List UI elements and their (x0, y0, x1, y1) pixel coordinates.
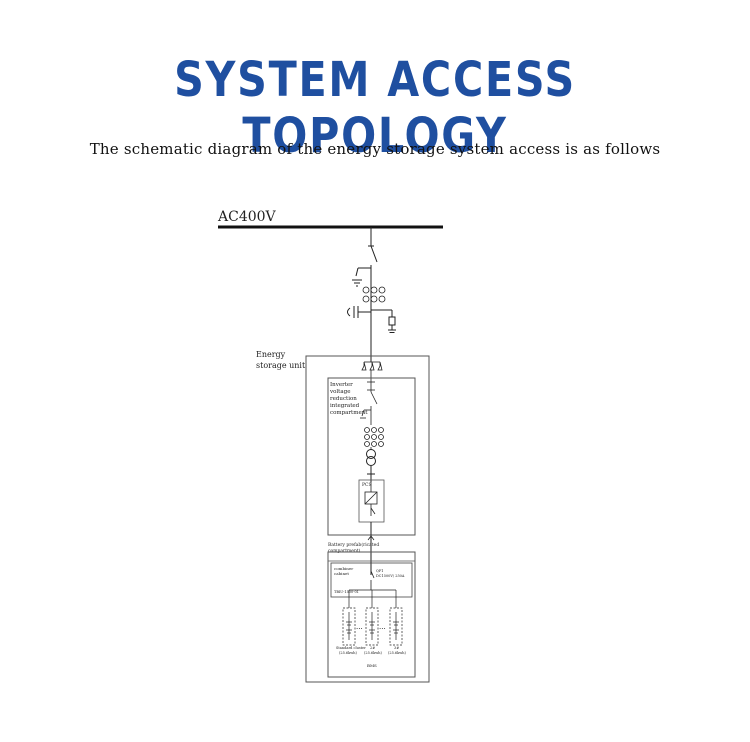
unit-label-line1: Energy (256, 350, 286, 359)
battery-cluster-2 (365, 590, 379, 646)
cluster-2-label-2: (25.6kwh) (364, 651, 383, 655)
inverter-label-1: Inverter (330, 382, 353, 388)
bms-label: BMS (367, 663, 377, 668)
battery-compartment-frame (327, 551, 416, 678)
earthing-switch-icon (352, 267, 371, 287)
combiner-rating-1: QF1 (376, 569, 384, 573)
combiner-rating-2: DC1500V/ 250A (376, 574, 405, 578)
pcs-converter-icon (364, 482, 378, 516)
cluster-ellipsis-1: ... (356, 623, 363, 631)
main-breaker (368, 227, 378, 362)
energy-storage-unit-frame (305, 355, 430, 683)
battery-cluster-3 (389, 590, 403, 646)
capacitor-icon (347, 306, 371, 318)
cluster-1-label-2: (25.6kwh) (339, 651, 358, 655)
combiner-id: TBIU-1500-01 (334, 590, 359, 594)
combiner-breaker-icon (370, 567, 375, 590)
cluster-3-label-1: 3# (394, 646, 399, 650)
current-transformer-icon (362, 286, 386, 303)
combiner-label-1: combiner (334, 566, 353, 571)
battery-compartment-label-1: Battery prefab(ricated (328, 541, 379, 548)
battery-cluster-1 (342, 590, 356, 646)
cluster-3-label-2: (25.6kwh) (388, 651, 407, 655)
battery-compartment-label-2: compartment) (328, 547, 361, 554)
cluster-ellipsis-2: ... (379, 623, 386, 631)
inverter-label-5: compartment (330, 410, 368, 416)
inverter-label-4: integrated (330, 403, 360, 409)
page-subtitle: The schematic diagram of the energy stor… (89, 140, 661, 158)
transformer-icon (366, 449, 376, 482)
bus-label: AC400V (217, 209, 277, 225)
surge-arrester-icon (371, 309, 396, 333)
unit-label-line2: storage unit (256, 361, 306, 370)
page-title: SYSTEM ACCESS TOPOLOGY (174, 52, 576, 164)
pcs-label: PCS (362, 482, 372, 488)
inverter-label-3: reduction (330, 396, 357, 402)
inverter-label-2: voltage (329, 389, 350, 395)
combiner-label-2: cabinet (334, 571, 349, 576)
combiner-cabinet-frame (330, 562, 413, 598)
dc-connector-icon (367, 535, 375, 541)
cluster-2-label-1: 2# (370, 646, 375, 650)
fuse-icon (361, 361, 383, 380)
cluster-1-label-1: Standard cluster (336, 646, 366, 650)
inverter-feed-switchgear (360, 380, 384, 450)
